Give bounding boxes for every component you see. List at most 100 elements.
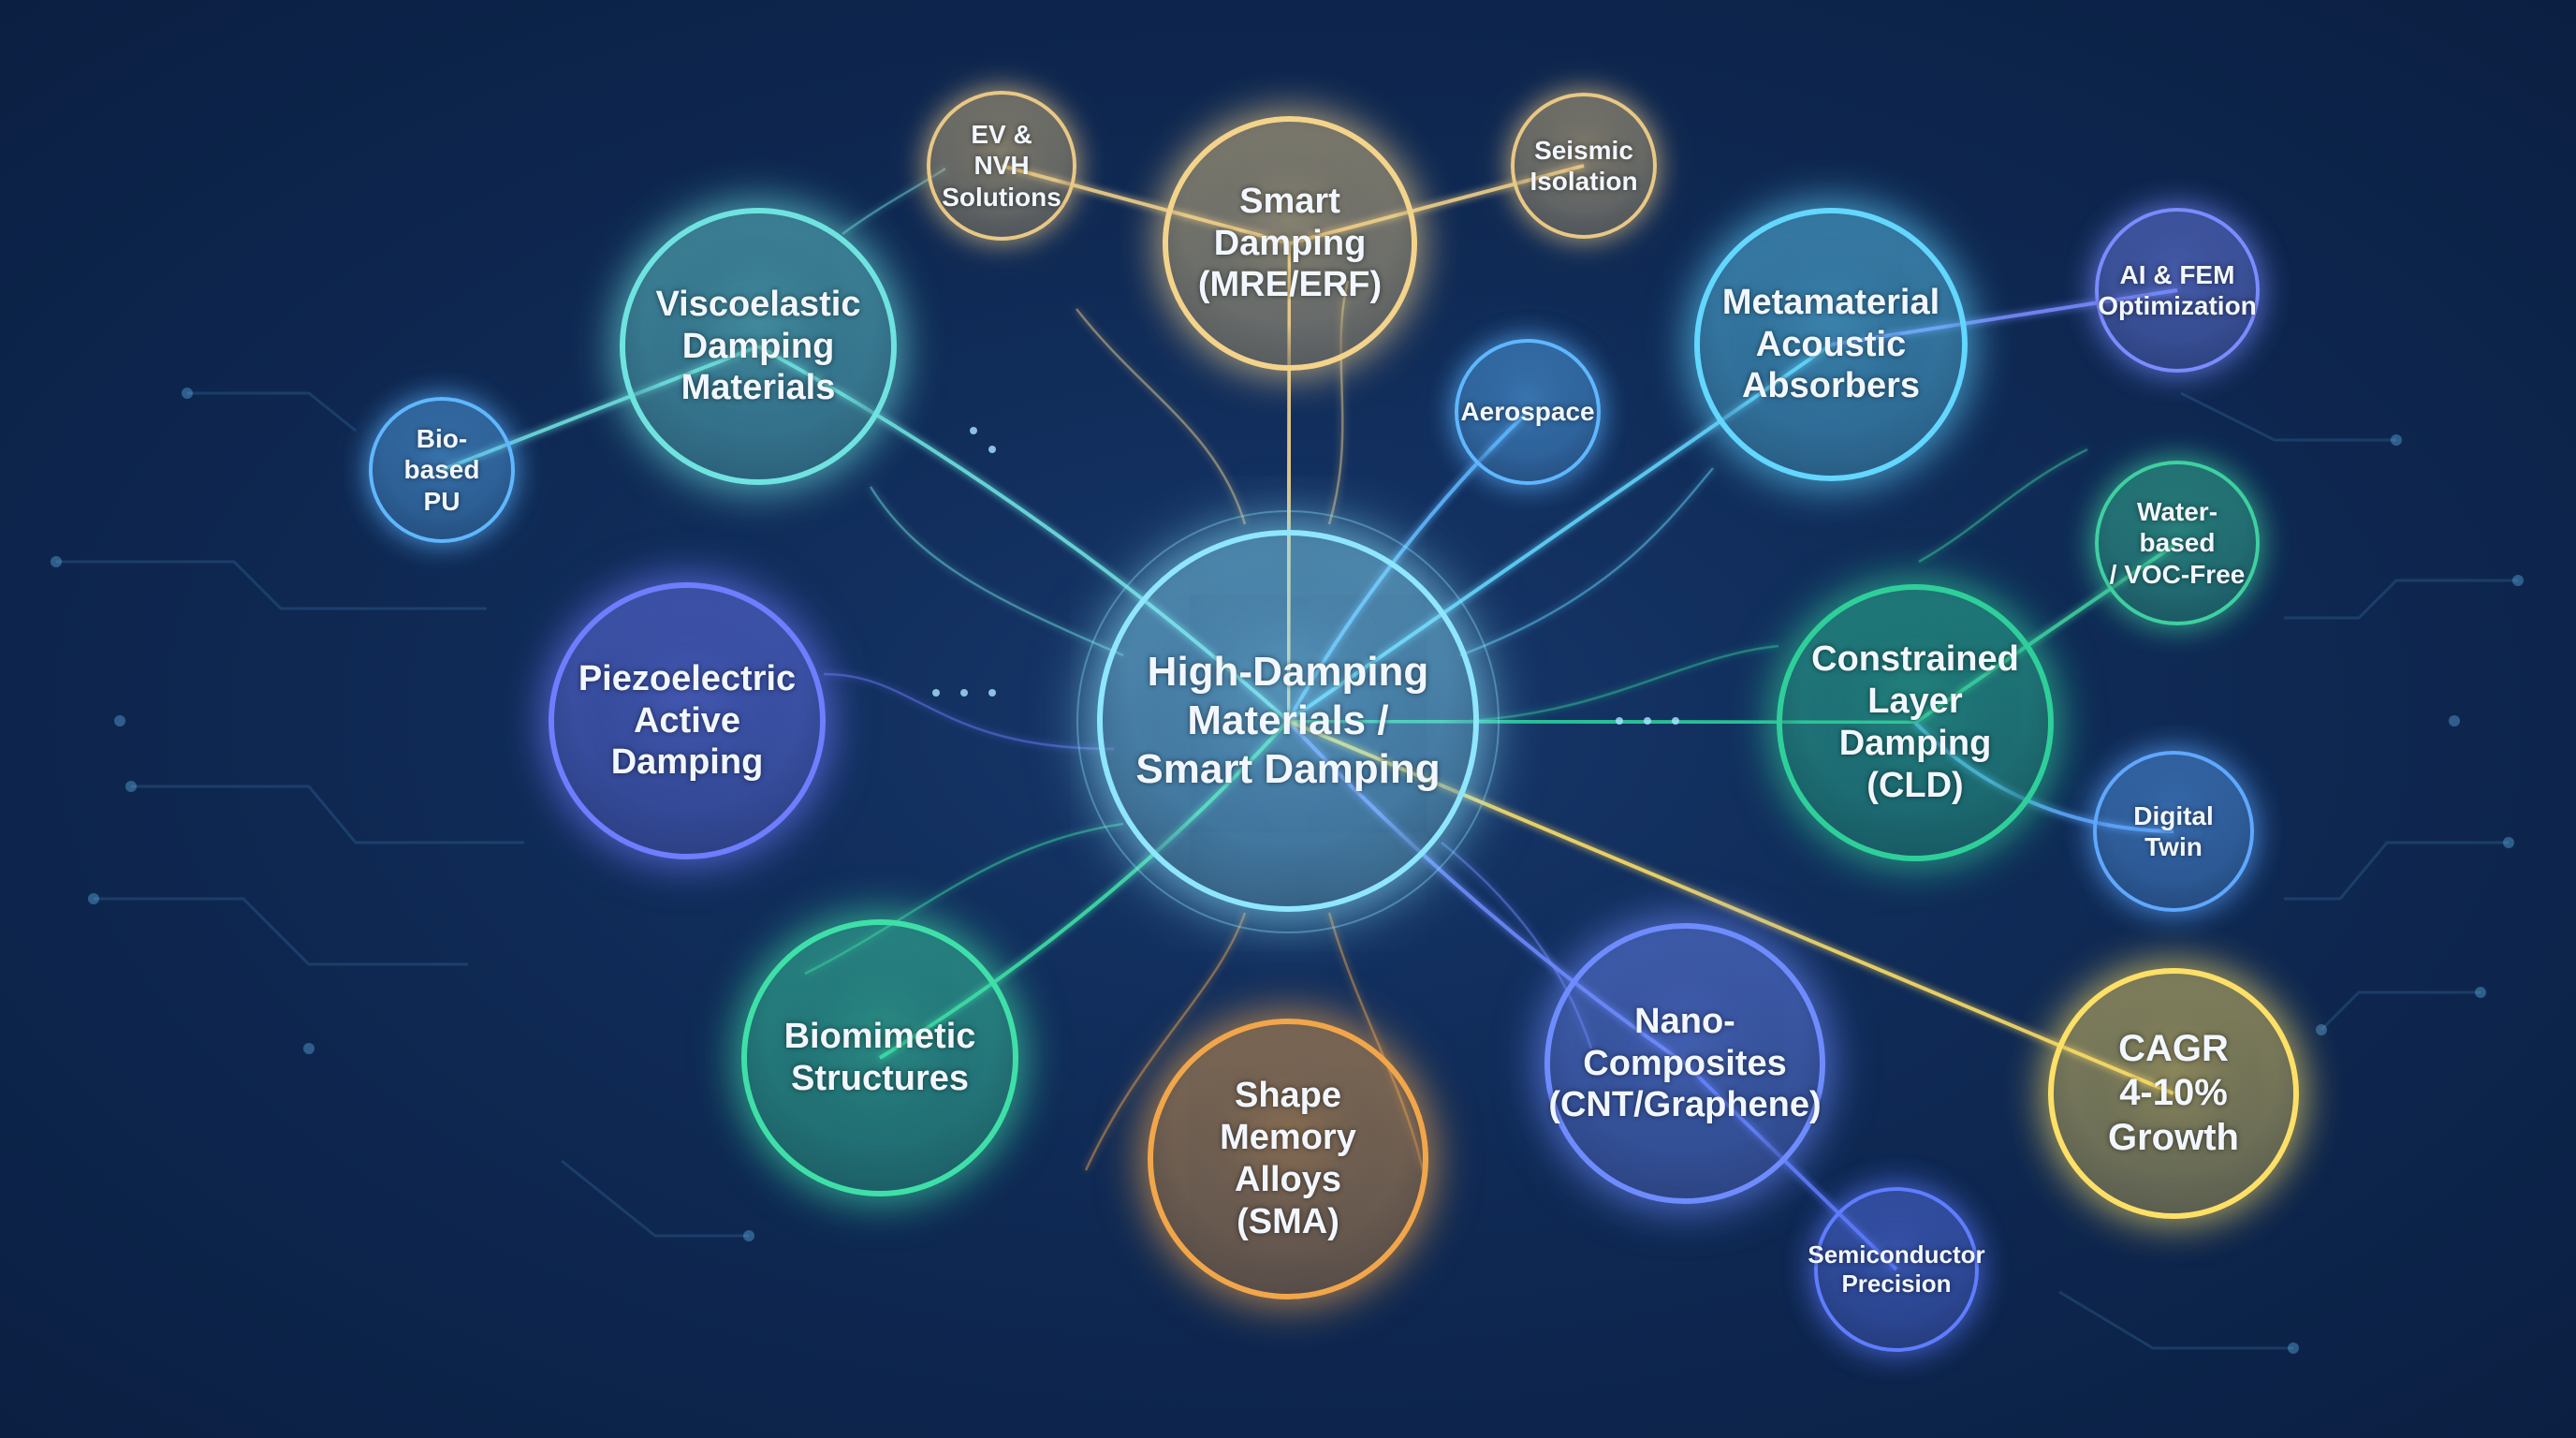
node-label-line: (MRE/ERF)	[1197, 265, 1383, 305]
center-node-line-3: Smart Damping	[1135, 745, 1441, 792]
node-label-line: Acoustic	[1755, 324, 1907, 364]
node-label-line: EV & NVH	[971, 120, 1032, 181]
flow-curve	[869, 486, 1124, 657]
circuit-node-dot	[182, 388, 193, 399]
node-label-line: AI & FEM	[2119, 259, 2235, 289]
node-label-line: (CNT/Graphene)	[1548, 1085, 1822, 1125]
node-label-line: Damping	[1213, 223, 1367, 263]
node-label-line: Shape	[1234, 1076, 1342, 1116]
node-label-line: Piezoelectric	[578, 658, 797, 698]
node-semiconductor-precision[interactable]: Semiconductor Precision	[1808, 1187, 1985, 1352]
circuit-trace	[2058, 1290, 2293, 1350]
flow-curve	[1459, 467, 1714, 657]
circuit-node-dot	[51, 556, 62, 567]
node-label-line: Smart	[1239, 181, 1340, 221]
node-label-line: Biomimetic	[783, 1017, 976, 1057]
node-bio-based-pu[interactable]: Bio-based PU	[369, 397, 515, 543]
center-node[interactable]: High-Damping Materials / Smart Damping	[1097, 530, 1479, 912]
node-nano-composites[interactable]: Nano- Composites (CNT/Graphene)	[1544, 923, 1825, 1204]
node-label-line: CAGR	[2118, 1028, 2229, 1070]
node-constrained-layer-damping[interactable]: Constrained Layer Damping (CLD)	[1777, 584, 2054, 861]
node-label-line: Damping	[610, 742, 764, 783]
circuit-node-dot	[303, 1043, 315, 1054]
node-digital-twin[interactable]: Digital Twin	[2093, 751, 2254, 912]
circuit-node-dot	[114, 715, 125, 726]
circuit-node-dot	[2391, 434, 2402, 446]
node-label-line: Semiconductor	[1808, 1240, 1985, 1269]
node-label-line: Growth	[2108, 1116, 2239, 1158]
circuit-node-dot	[2503, 837, 2514, 848]
circuit-trace	[2320, 990, 2481, 1032]
node-shape-memory-alloys[interactable]: Shape Memory Alloys (SMA)	[1148, 1019, 1428, 1299]
node-metamaterial-acoustic-absorbers[interactable]: Metamaterial Acoustic Absorbers	[1694, 208, 1968, 481]
flow-bead	[932, 689, 940, 697]
flow-bead	[1644, 717, 1651, 725]
node-label-line: Bio-based	[403, 424, 480, 485]
node-aerospace[interactable]: Aerospace	[1455, 339, 1601, 485]
node-biomimetic-structures[interactable]: Biomimetic Structures	[741, 919, 1018, 1196]
node-label-line: Precision	[1841, 1269, 1952, 1298]
node-piezoelectric-active-damping[interactable]: Piezoelectric Active Damping	[549, 582, 826, 859]
node-label-line: Alloys	[1234, 1160, 1342, 1199]
node-label-line: Composites	[1583, 1043, 1787, 1083]
circuit-node-dot	[743, 1230, 754, 1241]
node-label-line: Water-based	[2136, 497, 2218, 558]
node-label-line: Isolation	[1530, 167, 1638, 196]
node-label-line: (CLD)	[1866, 765, 1964, 805]
circuit-trace	[94, 897, 468, 966]
flow-curve	[1084, 912, 1247, 1171]
node-label-line: / VOC-Free	[2109, 559, 2246, 589]
node-label-line: Layer Damping	[1838, 682, 1992, 763]
node-label-line: (SMA)	[1237, 1201, 1339, 1241]
center-node-line-2: Materials /	[1187, 697, 1389, 744]
flow-bead	[970, 427, 977, 434]
center-node-line-1: High-Damping	[1147, 649, 1429, 696]
node-label-line: Digital	[2133, 800, 2214, 830]
node-viscoelastic-damping[interactable]: Viscoelastic Damping Materials	[620, 208, 897, 485]
node-label-line: Aerospace	[1460, 397, 1595, 427]
circuit-node-dot	[88, 893, 99, 904]
node-smart-damping[interactable]: Smart Damping (MRE/ERF)	[1163, 116, 1417, 371]
node-ai-fem-optimization[interactable]: AI & FEM Optimization	[2095, 208, 2260, 373]
node-label-line: 4-10%	[2119, 1072, 2228, 1114]
node-label-line: Seismic	[1534, 135, 1633, 165]
node-label-line: Solutions	[942, 182, 1061, 212]
circuit-node-dot	[2288, 1343, 2299, 1354]
circuit-trace	[2180, 391, 2396, 442]
node-label-line: PU	[423, 486, 461, 516]
circuit-trace	[187, 391, 357, 433]
flow-bead	[988, 689, 996, 697]
circuit-node-dot	[2316, 1024, 2327, 1035]
flow-bead	[988, 446, 996, 453]
circuit-decoration	[51, 388, 2524, 1354]
circuit-trace	[2284, 579, 2518, 620]
node-label-line: Constrained	[1811, 639, 2019, 680]
circuit-trace	[131, 785, 524, 844]
circuit-node-dot	[2449, 715, 2460, 726]
flow-curve	[1918, 448, 2088, 564]
node-label-line: Optimization	[2098, 291, 2257, 320]
circuit-trace	[2284, 841, 2509, 901]
node-label-line: Metamaterial	[1721, 282, 1940, 322]
node-label-line: Twin	[2144, 832, 2203, 861]
node-label-line: Absorbers	[1741, 366, 1921, 406]
flow-curve	[823, 672, 1115, 751]
node-label-line: Viscoelastic	[655, 284, 861, 324]
node-label-line: Memory	[1220, 1118, 1356, 1158]
circuit-trace	[56, 560, 487, 610]
flow-bead	[1672, 717, 1679, 725]
node-cagr-growth[interactable]: CAGR 4-10% Growth	[2048, 968, 2299, 1219]
circuit-trace	[561, 1159, 749, 1238]
flow-curve	[1469, 644, 1779, 723]
node-label-line: Nano-	[1634, 1001, 1735, 1041]
node-label-line: Materials	[681, 368, 836, 408]
node-ev-nvh-solutions[interactable]: EV & NVH Solutions	[927, 91, 1076, 241]
circuit-node-dot	[2475, 987, 2486, 998]
node-label-line: Structures	[790, 1059, 970, 1098]
node-seismic-isolation[interactable]: Seismic Isolation	[1511, 93, 1657, 239]
node-label-line: Damping	[681, 326, 835, 366]
node-water-based-voc-free[interactable]: Water-based / VOC-Free	[2095, 461, 2260, 625]
flow-curve	[1076, 308, 1247, 525]
flow-bead	[960, 689, 968, 697]
